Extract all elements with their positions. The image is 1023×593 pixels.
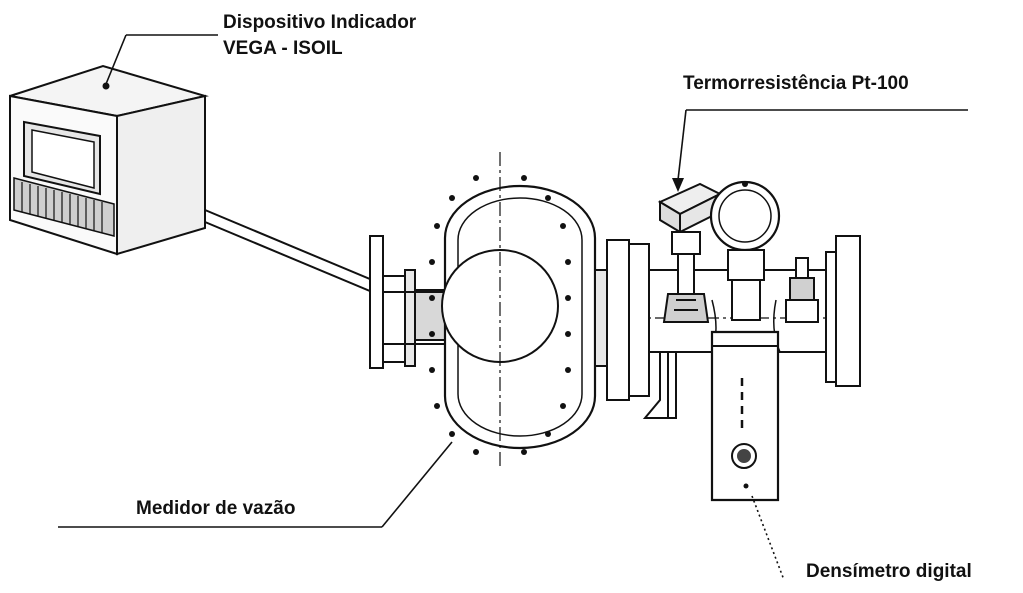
indicator-device: [10, 66, 205, 254]
pressure-valve: [786, 258, 818, 322]
left-flange: [370, 236, 445, 368]
right-pipe-section: [595, 236, 860, 418]
densimeter-label: Densímetro digital: [806, 561, 972, 582]
thermo-label: Termorresistência Pt-100: [683, 73, 909, 94]
indicator-terminals: [22, 182, 102, 233]
indicator-title-label: Dispositivo Indicador: [223, 12, 417, 33]
densimeter: [712, 332, 778, 500]
indicator-model-label: VEGA - ISOIL: [223, 38, 343, 59]
flowmeter-label: Medidor de vazão: [136, 498, 296, 519]
temperature-sensor: [660, 184, 720, 322]
leader-lines: [58, 35, 968, 580]
transmitter-head: [711, 181, 780, 352]
flowmeter-body: [429, 152, 595, 470]
flange-bolts: [429, 175, 571, 455]
